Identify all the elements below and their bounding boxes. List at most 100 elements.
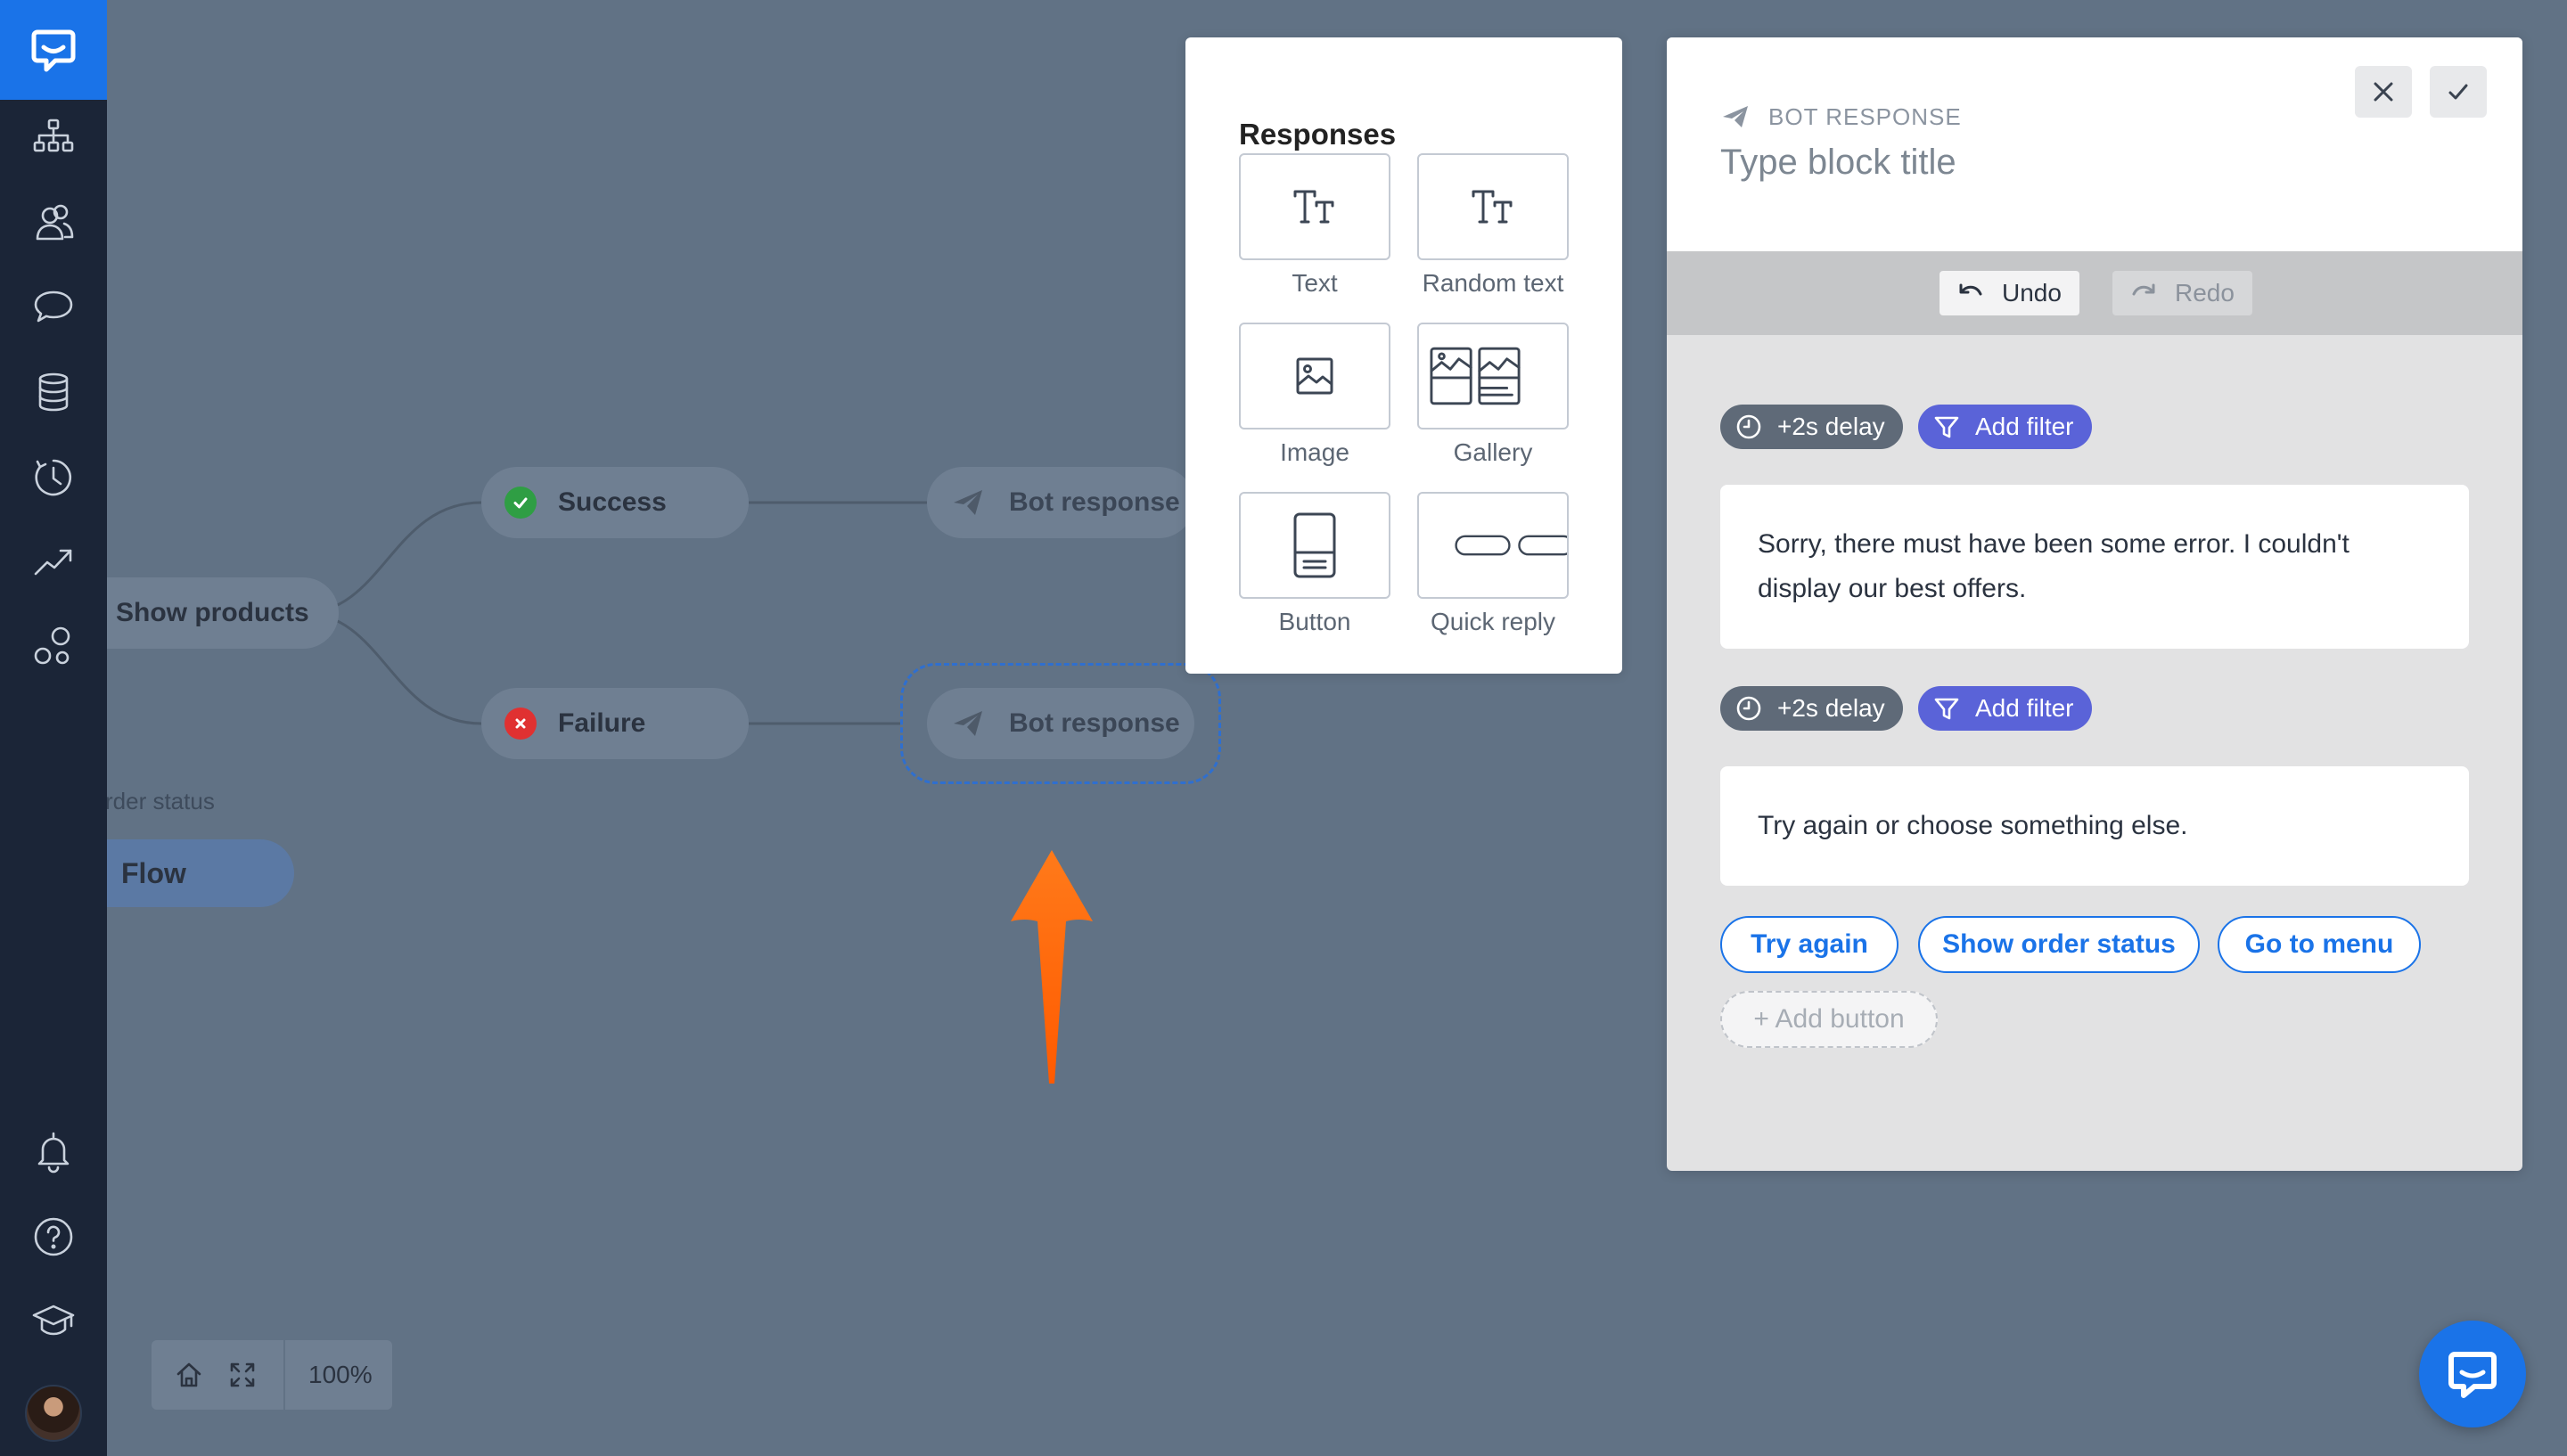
- gallery-icon: [1430, 347, 1521, 405]
- selected-node-outline: [900, 663, 1221, 784]
- chat-widget-button[interactable]: [2419, 1321, 2526, 1427]
- flow-node[interactable]: Flow: [107, 839, 294, 907]
- node-failure[interactable]: Failure: [481, 688, 749, 759]
- quick-reply-icon: [1455, 535, 1567, 556]
- nav-history[interactable]: [25, 449, 82, 506]
- x-circle-icon: [504, 708, 537, 740]
- filter-icon: [1934, 698, 1959, 720]
- nav-analytics[interactable]: [25, 533, 82, 590]
- nav-audience[interactable]: [25, 194, 82, 251]
- text-icon: [1293, 190, 1334, 224]
- check-icon: [2448, 84, 2468, 100]
- nav-notifications[interactable]: [25, 1123, 82, 1180]
- confirm-button[interactable]: [2430, 66, 2487, 118]
- add-filter-chip[interactable]: Add filter: [1918, 405, 2092, 449]
- expand-icon: [230, 1362, 255, 1387]
- user-avatar[interactable]: [25, 1385, 82, 1442]
- zoom-level: 100%: [308, 1361, 373, 1388]
- paper-plane-icon: [954, 490, 982, 515]
- image-icon: [1296, 357, 1333, 395]
- filter-icon: [1934, 416, 1959, 438]
- text-message[interactable]: Try again or choose something else.: [1720, 766, 2469, 886]
- add-button[interactable]: + Add button: [1720, 991, 1938, 1048]
- delay-label: +2s delay: [1777, 413, 1885, 440]
- editor-kicker: BOT RESPONSE: [1720, 102, 1962, 132]
- home-icon: [176, 1362, 201, 1387]
- node-bot-response-success[interactable]: Bot response: [927, 467, 1194, 538]
- history-icon: [35, 459, 71, 496]
- response-label: Gallery: [1453, 438, 1533, 466]
- response-button[interactable]: Button: [1239, 492, 1390, 636]
- close-icon: [2374, 82, 2393, 102]
- response-label: Button: [1278, 608, 1351, 635]
- response-tile: [1417, 492, 1569, 599]
- close-button[interactable]: [2355, 66, 2412, 118]
- zoom-divider: [283, 1340, 285, 1410]
- node-bot-response-failure[interactable]: Bot response: [927, 688, 1194, 759]
- paper-plane-icon: [1723, 106, 1748, 127]
- node-success[interactable]: Success: [481, 467, 749, 538]
- response-tile: [1239, 323, 1390, 429]
- node-show-products[interactable]: Show products: [107, 577, 339, 649]
- clock-icon: [1736, 414, 1761, 439]
- response-tile: [1239, 492, 1390, 599]
- node-label: Bot response: [1009, 708, 1180, 738]
- paper-plane-icon: [954, 711, 982, 736]
- redo-label: Redo: [2175, 279, 2235, 307]
- response-label: Text: [1292, 269, 1338, 297]
- responses-title: Responses: [1239, 118, 1397, 151]
- quick-button-show-order-status[interactable]: Show order status: [1918, 916, 2200, 973]
- database-icon: [38, 372, 69, 412]
- flow-canvas[interactable]: Show products Success Failure Bot respon…: [107, 0, 2567, 1456]
- response-text[interactable]: Text: [1239, 153, 1390, 298]
- response-image[interactable]: Image: [1239, 323, 1390, 467]
- response-label: Random text: [1422, 269, 1564, 297]
- block-title-input[interactable]: Type block title: [1720, 143, 1956, 182]
- node-label: Show products: [116, 598, 309, 627]
- filter-label: Add filter: [1975, 413, 2074, 440]
- response-tile: [1417, 153, 1569, 260]
- quick-button-try-again[interactable]: Try again: [1720, 916, 1899, 973]
- chat-bubble-icon: [2448, 1352, 2497, 1398]
- response-random-text[interactable]: Random text: [1417, 153, 1569, 298]
- editor-kicker-label: BOT RESPONSE: [1768, 102, 1962, 130]
- nav-chats[interactable]: [25, 278, 82, 335]
- bell-icon: [37, 1132, 70, 1174]
- nav-flow[interactable]: [25, 110, 82, 168]
- random-text-icon: [1472, 190, 1513, 224]
- add-filter-chip[interactable]: Add filter: [1918, 686, 2092, 731]
- home-button[interactable]: [162, 1340, 216, 1410]
- nav-data[interactable]: [25, 364, 82, 421]
- text-message[interactable]: Sorry, there must have been some error. …: [1720, 485, 2469, 649]
- flow-icon: [33, 119, 74, 152]
- delay-chip[interactable]: +2s delay: [1720, 405, 1903, 449]
- redo-button[interactable]: Redo: [2112, 271, 2252, 315]
- annotation-arrow-icon: [1011, 850, 1093, 1084]
- node-label: Success: [558, 487, 667, 517]
- nav-integrations[interactable]: [25, 618, 82, 675]
- redo-icon: [2132, 283, 2155, 296]
- help-icon: [34, 1217, 73, 1256]
- undo-label: Undo: [2002, 279, 2062, 307]
- chatbot-logo-icon: [31, 29, 76, 72]
- chat-icon: [34, 290, 73, 323]
- clock-icon: [1736, 696, 1761, 721]
- nav-help[interactable]: [25, 1208, 82, 1265]
- response-gallery[interactable]: Gallery: [1417, 323, 1569, 467]
- zoom-controls: 100%: [152, 1340, 392, 1410]
- response-quick-reply[interactable]: Quick reply: [1417, 492, 1569, 636]
- button-icon: [1293, 512, 1336, 578]
- delay-chip[interactable]: +2s delay: [1720, 686, 1903, 731]
- app-logo[interactable]: [0, 0, 107, 100]
- node-label: Failure: [558, 708, 646, 738]
- fit-screen-button[interactable]: [216, 1340, 269, 1410]
- audience-icon: [36, 204, 74, 241]
- quick-button-go-to-menu[interactable]: Go to menu: [2218, 916, 2421, 973]
- nav-academy[interactable]: [25, 1292, 82, 1349]
- editor-header: BOT RESPONSE Type block title: [1667, 37, 2522, 251]
- flow-node-label: Flow: [121, 856, 186, 889]
- response-tile: [1239, 153, 1390, 260]
- undo-button[interactable]: Undo: [1940, 271, 2079, 315]
- filter-label: Add filter: [1975, 694, 2074, 722]
- response-tile: [1417, 323, 1569, 429]
